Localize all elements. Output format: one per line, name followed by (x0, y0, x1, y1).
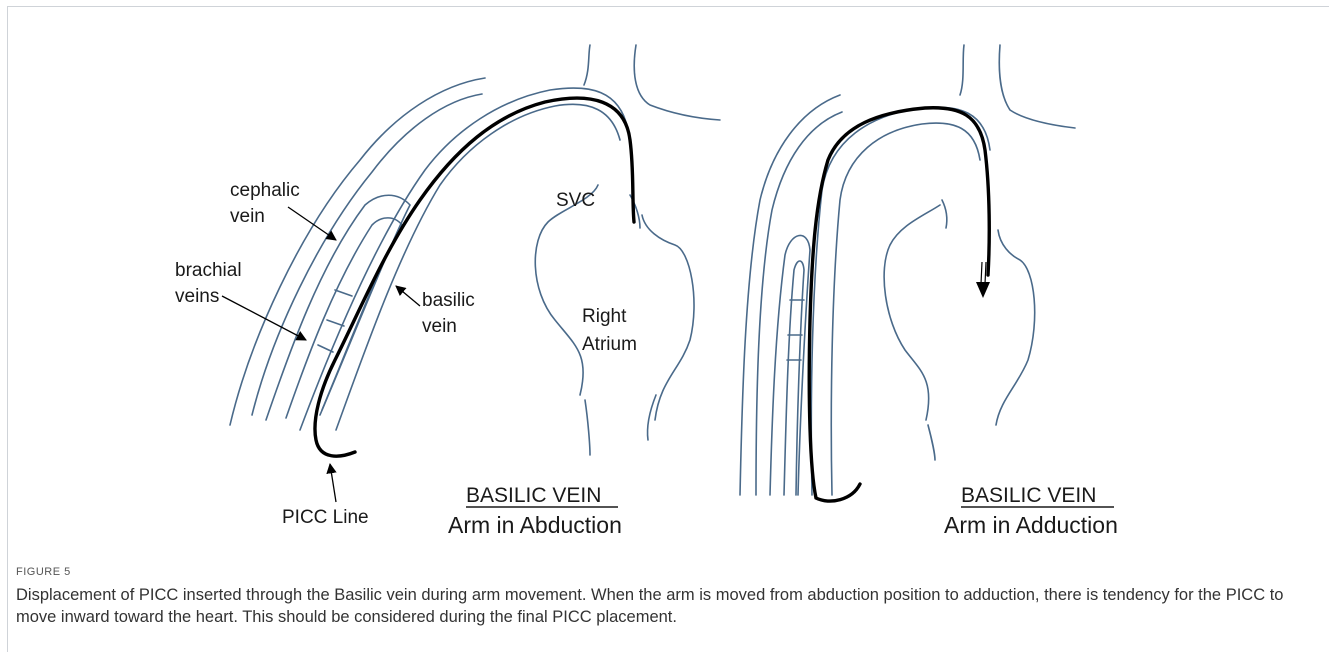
right-atrium-label-line2: Atrium (582, 334, 637, 355)
picc-diagram: cephalic vein brachial veins basilic vei… (0, 0, 1329, 560)
brachial-label-line2: veins (175, 286, 219, 307)
picc-line-label: PICC Line (282, 507, 369, 528)
left-panel-subtitle: Arm in Abduction (448, 512, 622, 538)
cephalic-label-line2: vein (230, 206, 265, 227)
figure-label: FIGURE 5 (16, 566, 1316, 578)
r-cephalic-outer (740, 95, 840, 495)
r-atrium-lower (928, 425, 935, 460)
r-svc-left (884, 205, 940, 420)
right-panel-title: BASILIC VEIN (961, 484, 1096, 507)
jugular-left-wall (584, 45, 590, 85)
cephalic-label-line1: cephalic (230, 180, 300, 201)
r-svc-valve (942, 200, 947, 228)
r-jugular-left (960, 45, 964, 95)
r-svc-right (996, 230, 1035, 425)
right-picc-catheter (809, 108, 989, 501)
basilic-label-line1: basilic (422, 290, 475, 311)
r-jugular-right (999, 45, 1075, 128)
basilic-label-line2: vein (422, 316, 457, 337)
svc-left-wall (535, 185, 598, 395)
r-cephalic-inner (756, 112, 842, 495)
picc-line-arrow (330, 464, 336, 502)
atrium-lower (585, 400, 590, 455)
cephalic-vein-inner (252, 94, 482, 415)
brachial-label-line1: brachial (175, 260, 242, 281)
svc-label: SVC (556, 190, 595, 211)
right-panel-vessels (740, 45, 1075, 495)
r-brachial-2 (784, 261, 804, 495)
left-panel-title: BASILIC VEIN (466, 484, 601, 507)
svc-right-wall (642, 215, 694, 420)
jugular-right-wall (634, 45, 720, 120)
left-panel-vessels (230, 45, 720, 455)
right-panel-subtitle: Arm in Adduction (944, 512, 1118, 538)
r-basilic-inner (831, 123, 980, 495)
brachial-arrow (222, 296, 306, 340)
right-atrium-label-line1: Right (582, 306, 627, 327)
r-basilic-outer (811, 107, 990, 495)
figure-caption: FIGURE 5 Displacement of PICC inserted t… (16, 566, 1316, 628)
basilic-vein-outer (300, 88, 628, 430)
figure-caption-text: Displacement of PICC inserted through th… (16, 584, 1316, 628)
basilic-arrow (396, 286, 420, 306)
cephalic-arrow (288, 207, 336, 240)
